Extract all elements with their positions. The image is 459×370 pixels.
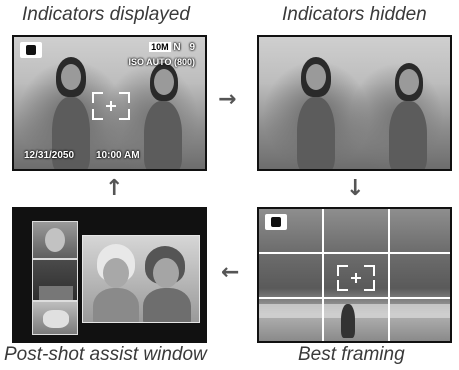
arrow-left-icon: ←	[221, 260, 240, 285]
caption-indicators-hidden: Indicators hidden	[282, 4, 427, 25]
face-right	[154, 69, 174, 95]
selected-photo	[82, 235, 200, 323]
face-left	[61, 64, 81, 90]
person-right	[389, 101, 427, 169]
image-size-indicator: 10M N 9	[149, 42, 195, 53]
arrow-right-icon: →	[218, 87, 237, 112]
time-stamp: 10:00 AM	[96, 150, 140, 161]
thumbnail-next	[32, 301, 78, 335]
shots-remaining: 9	[189, 42, 195, 53]
face-right	[399, 69, 419, 95]
surf	[259, 304, 450, 318]
grid-line	[259, 252, 450, 254]
panel-indicators-displayed: 10M N 9 ISO AUTO (800) 12/31/2050 10:00 …	[12, 35, 207, 171]
grid-line	[322, 209, 324, 341]
face-left	[306, 64, 326, 90]
panel-post-shot-assist	[12, 207, 207, 343]
focus-frame-icon	[92, 92, 130, 120]
grid-line	[259, 297, 450, 299]
size-badge: 10M	[149, 42, 171, 52]
panel-best-framing	[257, 207, 452, 343]
caption-best-framing: Best framing	[298, 344, 405, 365]
person-left	[297, 97, 335, 169]
quality-label: N	[173, 42, 181, 53]
person-left	[52, 97, 90, 169]
date-stamp: 12/31/2050	[24, 150, 75, 161]
thumbnail-current	[32, 259, 78, 301]
person-silhouette	[341, 304, 355, 338]
camera-icon	[20, 42, 42, 58]
focus-frame-icon	[337, 265, 375, 291]
iso-indicator: ISO AUTO (800)	[128, 57, 195, 67]
thumbnail-previous	[32, 221, 78, 259]
arrow-up-icon: ↑	[105, 176, 124, 201]
grid-line	[388, 209, 390, 341]
panel-indicators-hidden	[257, 35, 452, 171]
camera-icon	[265, 214, 287, 230]
person-right	[144, 101, 182, 169]
arrow-down-icon: ↓	[346, 176, 365, 201]
caption-indicators-displayed: Indicators displayed	[22, 4, 190, 25]
caption-post-shot-assist: Post-shot assist window	[4, 344, 207, 365]
